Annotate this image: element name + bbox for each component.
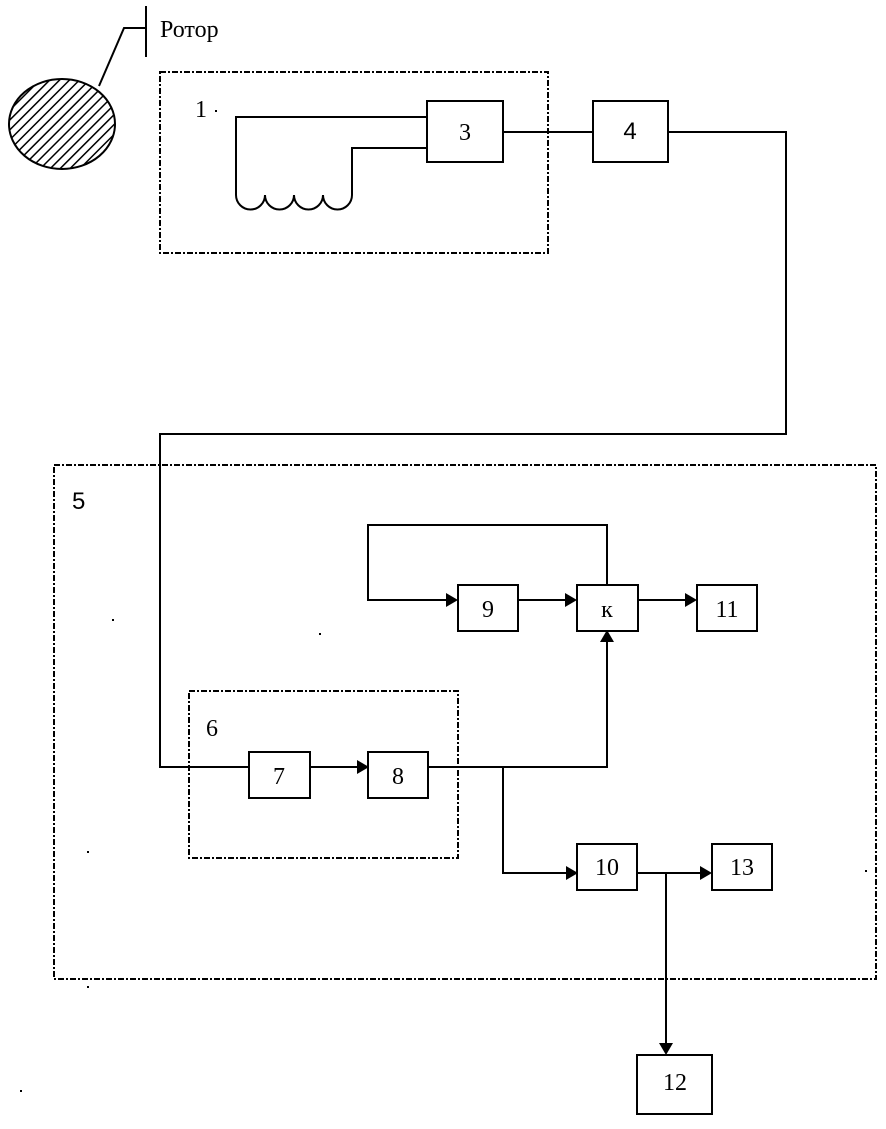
block-11-label: 11 [715,597,738,623]
group-5: 5 [53,464,877,980]
wire-8-to-k [428,639,608,768]
block-k-label: к [601,597,613,623]
arrow-8-to-k [600,630,614,642]
block-12 [636,1054,713,1115]
rotor-disc [8,78,116,170]
arrow-7-to-8 [357,760,369,774]
group-6-label: 6 [206,716,218,742]
block-11 [696,584,758,632]
arrow-8-to-10 [566,866,578,880]
block-10-label: 10 [595,855,619,881]
block-9-label: 9 [482,597,494,623]
wire-k-feedback [367,524,608,601]
arrow-feedback-to-9 [446,593,458,607]
block-4-label: 4 [623,118,636,145]
block-13-label: 13 [730,855,754,881]
arrow-9-to-k [565,593,577,607]
arrow-k-to-11 [685,593,697,607]
block-4 [592,100,669,163]
block-7 [248,751,311,799]
group-1: 1 3 [159,71,549,254]
rotor-label: Ротор [160,17,219,43]
group-6-frame [188,690,459,859]
block-12-label: 12 [663,1070,687,1096]
block-13 [711,843,773,891]
wire-4-to-7 [159,131,787,768]
block-k [576,584,639,632]
group-1-label: 1 [195,97,207,123]
wire-8-to-10 [502,767,569,874]
coil-icon [235,116,427,211]
block-7-label: 7 [273,764,285,790]
rotor-leader-line [98,27,146,87]
block-8 [367,751,429,799]
group-5-frame [53,464,877,980]
arrow-10-to-12 [659,1043,673,1055]
arrow-10-to-13 [700,866,712,880]
block-3-label: 3 [459,120,471,146]
group-6: 6 [188,690,459,859]
group-5-label: 5 [72,488,85,515]
block-10 [576,843,638,891]
scan-specks [20,110,867,1092]
rotor: Ротор [8,6,219,170]
group-1-frame [159,71,549,254]
block-8-label: 8 [392,764,404,790]
block-9 [457,584,519,632]
